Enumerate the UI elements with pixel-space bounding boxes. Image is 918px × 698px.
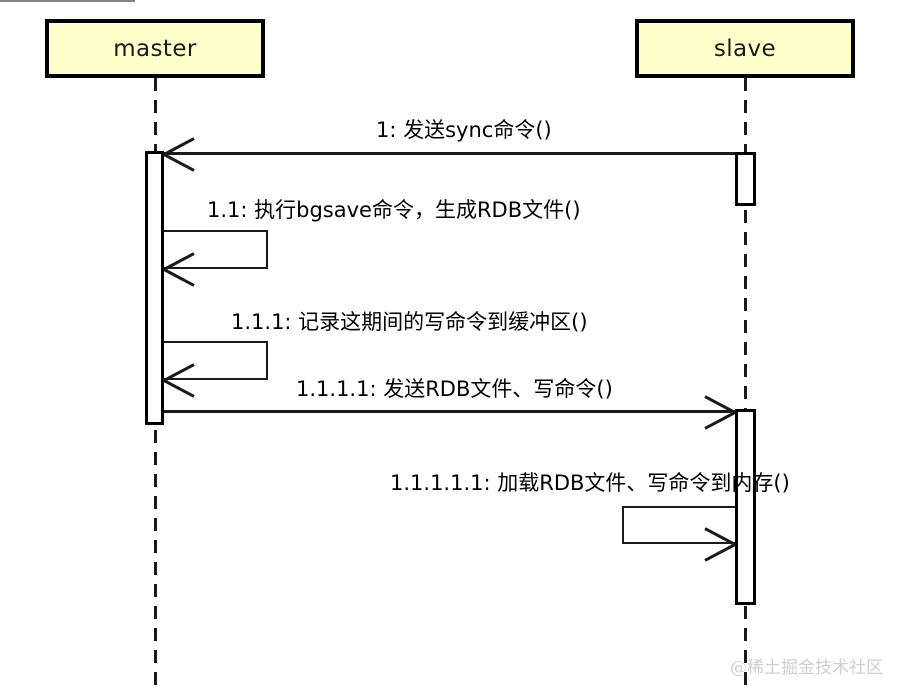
- message-label-1-1-1: 1.1.1: 记录这期间的写命令到缓冲区(): [231, 310, 588, 334]
- participant-master[interactable]: master: [45, 19, 265, 78]
- message-label-1-1-1-1-1: 1.1.1.1.1: 加载RDB文件、写命令到内存(): [390, 471, 790, 495]
- participant-master-label: master: [113, 35, 197, 62]
- watermark: @稀土掘金技术社区: [730, 658, 883, 678]
- self-call-loop-1-1-1[interactable]: [164, 341, 268, 380]
- message-line-1[interactable]: [164, 152, 735, 155]
- participant-slave[interactable]: slave: [635, 19, 855, 78]
- message-line-1-1-1-1[interactable]: [164, 410, 735, 413]
- self-call-loop-1-1[interactable]: [164, 230, 268, 269]
- message-label-1-1: 1.1: 执行bgsave命令，生成RDB文件(): [207, 198, 581, 222]
- message-label-1: 1: 发送sync命令(): [376, 118, 552, 142]
- activation-bar-slave-top: [735, 152, 756, 206]
- self-call-loop-1-1-1-1-1[interactable]: [622, 506, 735, 544]
- activation-bar-slave-bottom: [735, 409, 756, 605]
- participant-slave-label: slave: [713, 35, 777, 62]
- activation-bar-master: [145, 151, 164, 425]
- message-label-1-1-1-1: 1.1.1.1: 发送RDB文件、写命令(): [296, 377, 613, 401]
- top-divider-rule: [0, 0, 135, 2]
- lifeline-slave: [744, 78, 747, 690]
